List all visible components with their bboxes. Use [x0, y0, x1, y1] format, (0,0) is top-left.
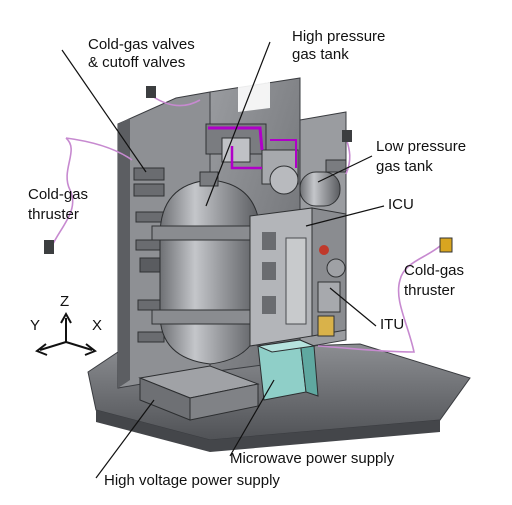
low-pressure-tank-shape: [299, 159, 347, 207]
label-low-pressure-line1: Low pressure: [376, 138, 467, 155]
left-thruster-shape: [44, 240, 54, 254]
axis-triad: [35, 311, 97, 356]
axis-label-z: Z: [60, 293, 70, 310]
label-low-pressure-line2: gas tank: [376, 158, 433, 175]
label-microwave-power-supply: Microwave power supply: [230, 450, 395, 467]
right-thruster-shape: [439, 237, 453, 253]
label-right-thruster-line1: Cold-gas: [404, 262, 465, 279]
label-high-voltage-power-supply: High voltage power supply: [104, 472, 280, 489]
label-left-thruster-line2: thruster: [28, 206, 79, 223]
label-right-thruster-line2: thruster: [404, 282, 455, 299]
high-voltage-power-supply-shape: [138, 365, 260, 421]
label-high-pressure-line2: gas tank: [292, 46, 349, 63]
axis-label-y: Y: [30, 317, 41, 334]
plumbing-cluster: [205, 123, 299, 195]
icu-itu-stack: [249, 207, 347, 347]
right-top-thruster-shape: [342, 130, 352, 142]
label-cold-gas-valves-line1: Cold-gas valves: [88, 36, 195, 53]
label-itu: ITU: [380, 316, 405, 333]
axis-label-x: X: [92, 317, 103, 334]
label-left-thruster-line1: Cold-gas: [28, 186, 89, 203]
left-top-thruster-shape: [146, 86, 156, 98]
thruster-tubing: [51, 95, 441, 353]
high-pressure-tank-shape: [151, 171, 269, 365]
label-icu: ICU: [388, 196, 414, 213]
label-high-pressure-line1: High pressure: [292, 28, 386, 45]
microwave-power-supply-shape: [256, 339, 319, 401]
leader-lines: [61, 41, 385, 479]
label-cold-gas-valves-line2: & cutoff valves: [88, 54, 186, 71]
